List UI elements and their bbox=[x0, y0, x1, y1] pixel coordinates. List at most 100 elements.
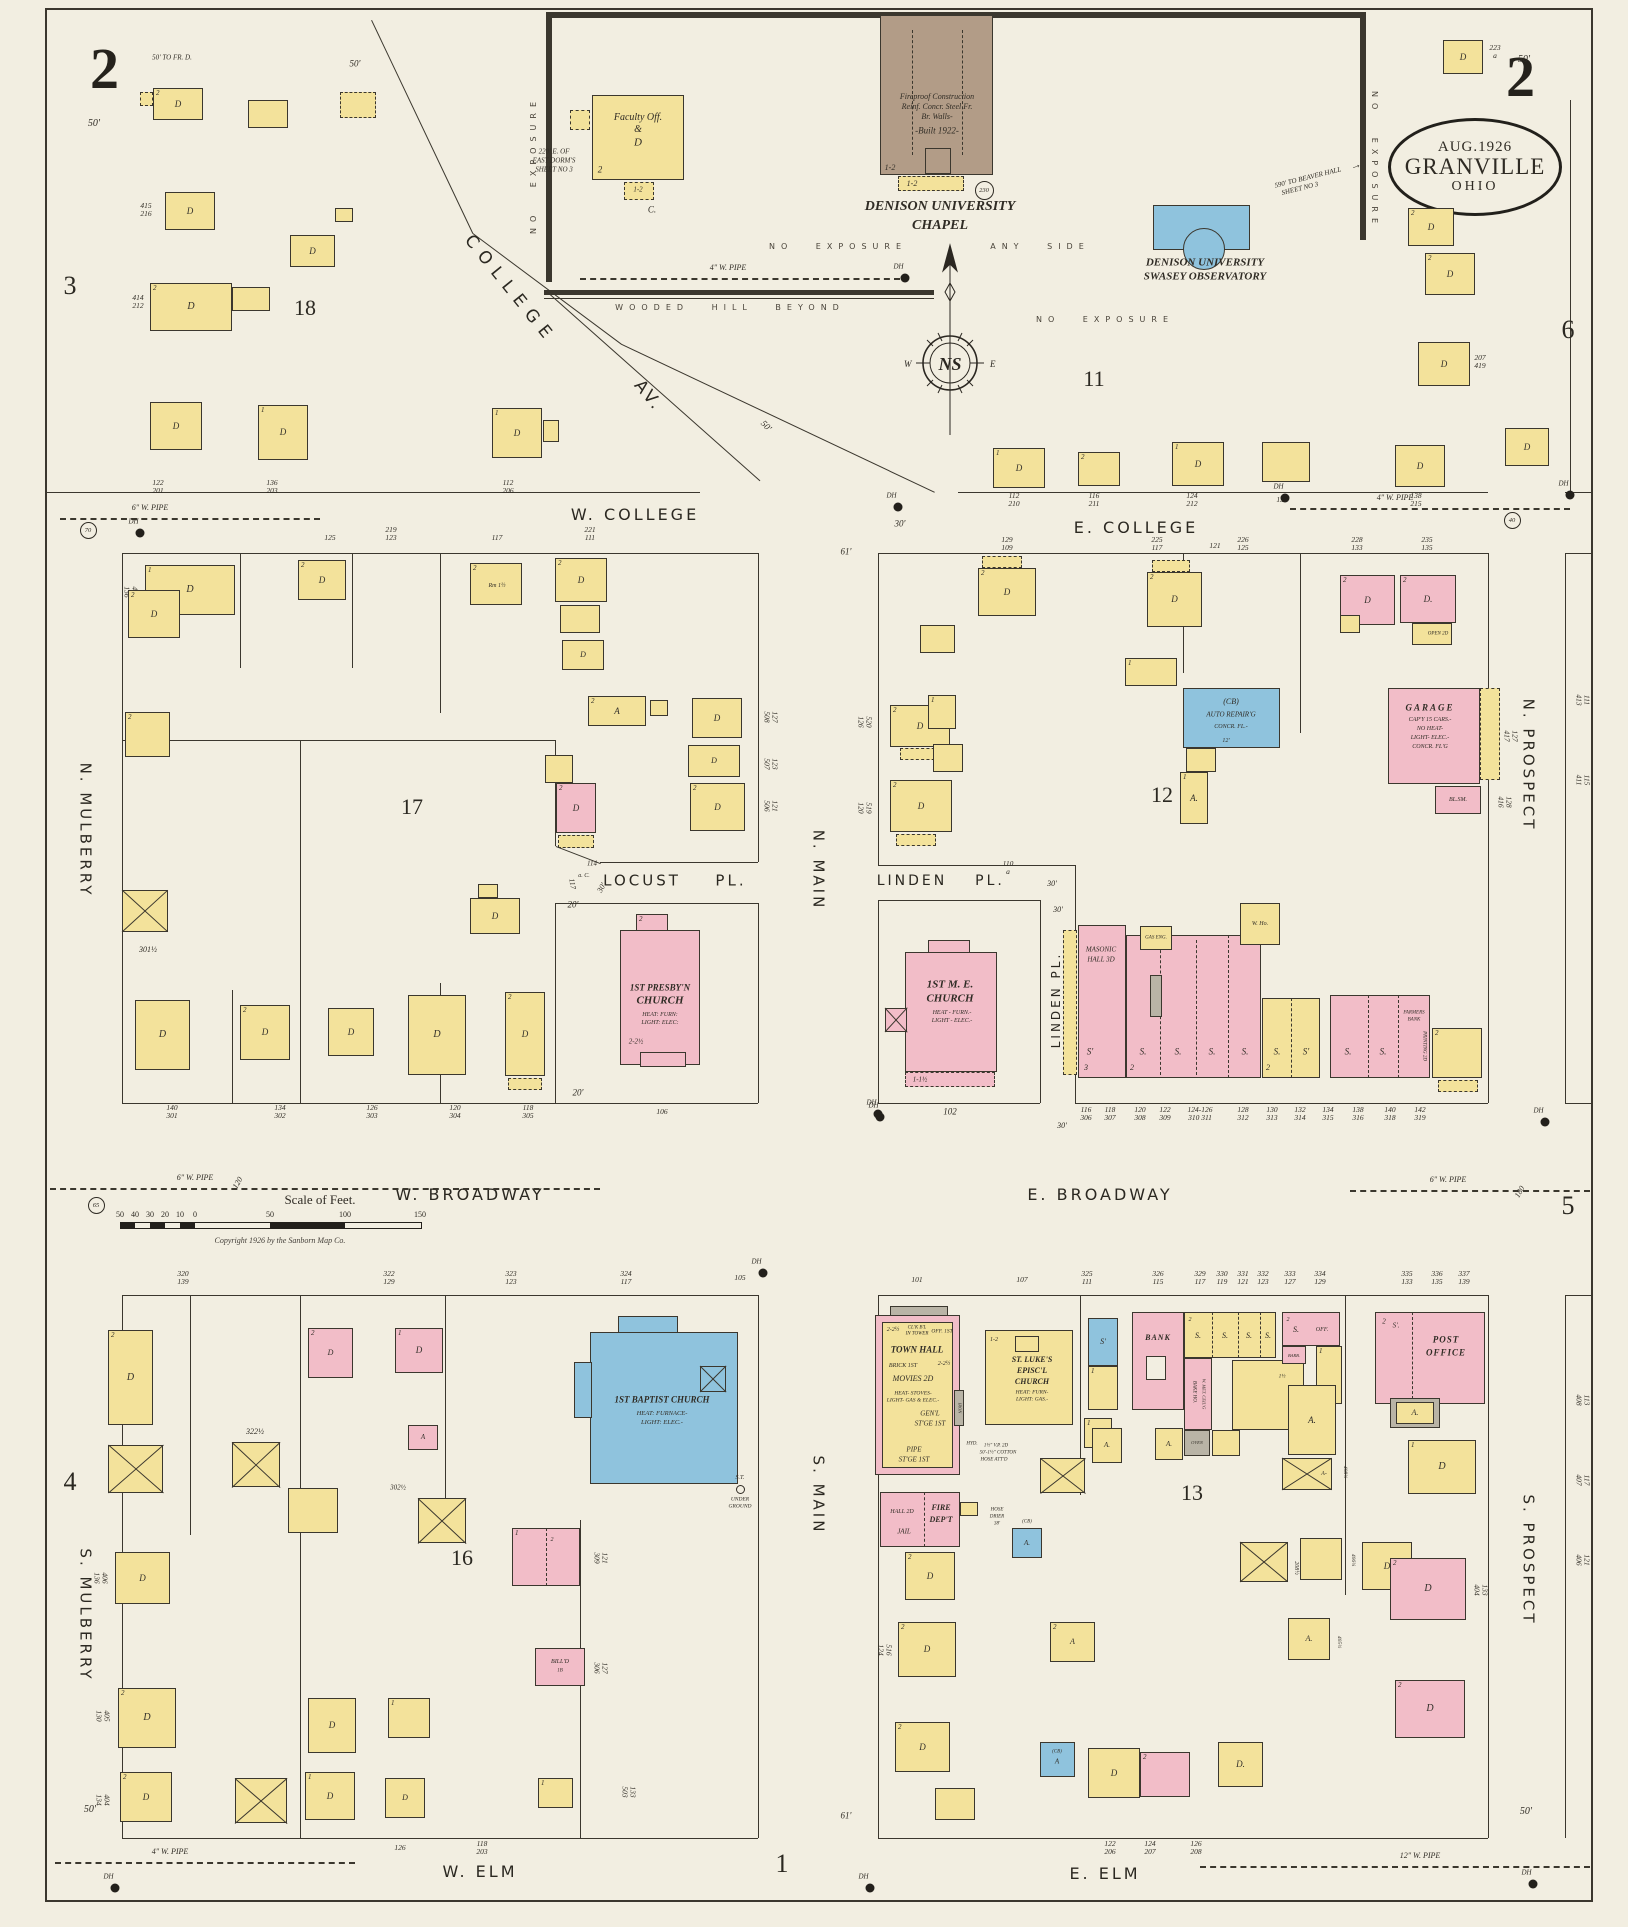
boundary-line bbox=[912, 30, 913, 155]
map-text: CHURCH bbox=[636, 994, 684, 1007]
map-text: DRIER bbox=[989, 1514, 1005, 1520]
building: A. bbox=[1092, 1428, 1122, 1463]
boundary-line bbox=[1212, 1312, 1213, 1358]
map-text: S.T. bbox=[735, 1475, 745, 1481]
building bbox=[640, 1052, 686, 1067]
outbuilding bbox=[884, 1007, 908, 1033]
building: 2 bbox=[1140, 1752, 1190, 1797]
map-city: GRANVILLE bbox=[1404, 154, 1546, 180]
map-text: WOODED HILL BEYOND bbox=[615, 303, 845, 312]
boundary-line bbox=[758, 553, 759, 862]
building bbox=[1438, 1080, 1478, 1092]
map-text: OVEN bbox=[1191, 1439, 1203, 1445]
boundary-line bbox=[1570, 100, 1571, 492]
building: 2 bbox=[1078, 452, 1120, 486]
building bbox=[340, 92, 376, 118]
building-garage bbox=[1388, 688, 1480, 784]
map-text: 5 bbox=[1561, 1191, 1575, 1220]
map-text: BANK bbox=[1407, 1017, 1421, 1023]
map-text: C. bbox=[647, 204, 657, 215]
boundary-line bbox=[758, 1295, 759, 1838]
boundary-line bbox=[924, 1492, 925, 1547]
map-text: A- bbox=[1321, 1471, 1327, 1477]
map-text: W. ELM bbox=[442, 1862, 518, 1881]
map-text: LIGHT - ELEC.- bbox=[931, 1018, 973, 1024]
map-text: LIGHT- GAS & ELEC.- bbox=[886, 1397, 940, 1404]
map-text: 4 bbox=[63, 1467, 77, 1496]
map-text: 2 bbox=[1266, 1063, 1270, 1072]
map-text: 50'-1½" COTTON bbox=[979, 1450, 1017, 1456]
map-text: S. bbox=[1246, 1331, 1252, 1340]
outbuilding bbox=[417, 1497, 467, 1544]
building-masonic-hall bbox=[1078, 925, 1126, 1078]
map-text: 50' bbox=[1517, 54, 1531, 65]
map-text: 20' bbox=[567, 899, 579, 910]
building bbox=[1435, 786, 1481, 814]
map-text: 12' bbox=[1222, 738, 1230, 744]
map-text: HEAT- STOVES- bbox=[894, 1390, 932, 1397]
map-text: 405½ bbox=[1335, 1635, 1342, 1649]
building: D. bbox=[1218, 1742, 1263, 1787]
map-text: OFFICE bbox=[1425, 1347, 1467, 1358]
boundary-line bbox=[122, 1295, 758, 1296]
map-text: DENISON UNIVERSITY bbox=[1145, 256, 1265, 269]
address-label: 125 bbox=[324, 532, 336, 542]
building-post-office bbox=[1375, 1312, 1485, 1404]
map-text: 4" W. PIPE bbox=[1376, 493, 1414, 502]
sheet-number-top-left: 2 bbox=[90, 36, 119, 101]
map-text: -Built 1922- bbox=[915, 125, 959, 136]
boundary-line bbox=[1300, 553, 1301, 733]
boundary-line bbox=[878, 865, 1075, 866]
outbuilding bbox=[1239, 1541, 1289, 1583]
map-text: S. bbox=[1222, 1331, 1228, 1340]
map-text: W. COLLEGE bbox=[570, 505, 700, 524]
map-text: TOWN HALL bbox=[890, 1344, 944, 1355]
building bbox=[543, 420, 559, 442]
map-text: 1-2 bbox=[990, 1337, 998, 1343]
boundary-line bbox=[45, 492, 700, 493]
map-text: 50' bbox=[758, 418, 774, 434]
building bbox=[1015, 1336, 1039, 1352]
boundary-line bbox=[1565, 1295, 1566, 1838]
building: D bbox=[308, 1698, 356, 1753]
map-text: EPISC'L bbox=[1016, 1366, 1048, 1375]
building bbox=[1140, 926, 1172, 950]
map-text: MOVIES 2D bbox=[892, 1374, 934, 1383]
building-first-presbyterian-church bbox=[620, 930, 700, 1065]
map-text: 38' bbox=[993, 1521, 1001, 1527]
map-text: LINDEN bbox=[876, 873, 948, 889]
outbuilding bbox=[699, 1365, 727, 1393]
boundary-line bbox=[1565, 553, 1566, 1103]
circled-number: 230 bbox=[974, 180, 994, 200]
boundary-line bbox=[371, 20, 474, 234]
hydrant-dot: DH bbox=[1274, 483, 1290, 503]
map-text: 1ST M. E. bbox=[926, 978, 974, 991]
address-label: 107 bbox=[1016, 1274, 1028, 1284]
building bbox=[335, 208, 353, 222]
hydrant-dot: DH bbox=[104, 1873, 120, 1893]
building bbox=[1150, 975, 1162, 1017]
map-text: GAS ENG. bbox=[1145, 935, 1167, 941]
building: D bbox=[562, 640, 604, 670]
map-text: A bbox=[1054, 1757, 1060, 1766]
